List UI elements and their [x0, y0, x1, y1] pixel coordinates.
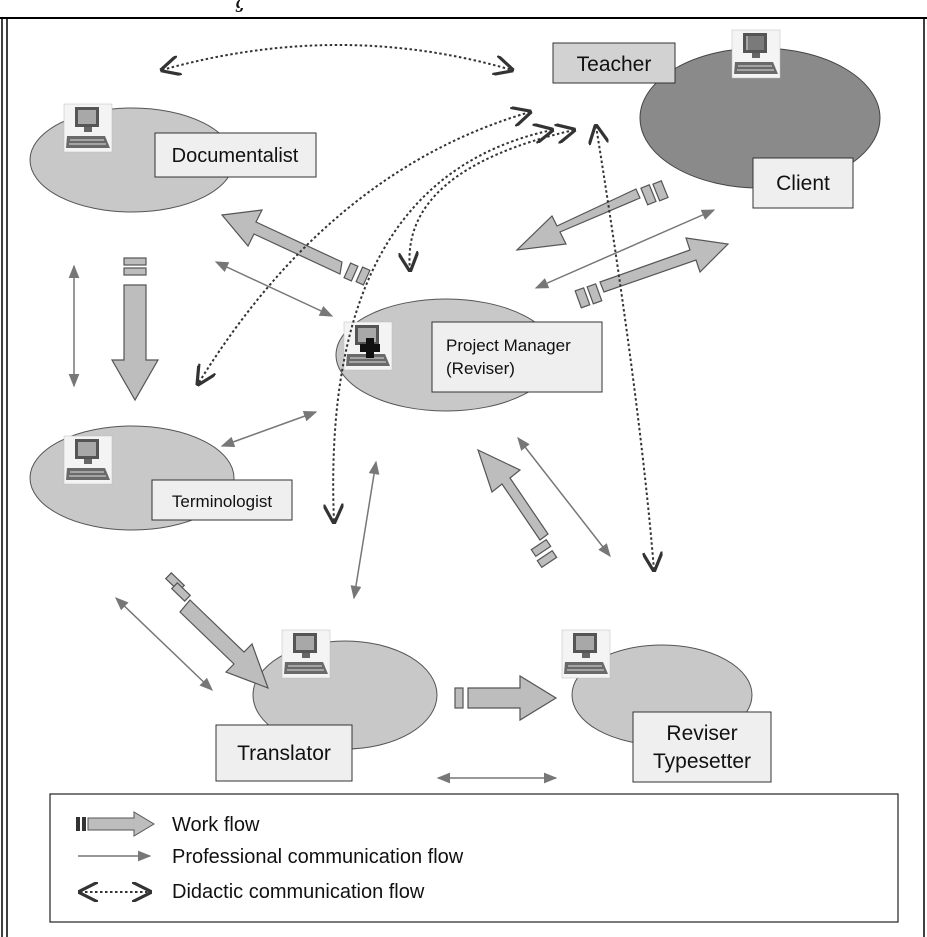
teacher-label-box — [552, 42, 676, 84]
work-arrow-pm-to-client — [599, 237, 730, 293]
prof-doc-pm — [214, 261, 334, 317]
translator-label-box — [215, 724, 353, 782]
client-screen-pattern — [748, 36, 764, 50]
didactic-teacher-reviser — [596, 126, 654, 570]
terminologist-computer-icon — [63, 435, 113, 485]
project-manager-label-line2: (Reviser) — [446, 359, 515, 378]
documentalist-label: Documentalist — [172, 145, 299, 167]
translator-label: Translator — [237, 742, 331, 765]
documentalist-computer-icon — [63, 103, 113, 153]
work-arrow-translator-to-reviser — [467, 674, 558, 722]
legend-professional-label: Professional communication flow — [172, 846, 464, 868]
prof-pm-term — [220, 411, 318, 447]
work-arrow-terminologist-to-translator — [179, 599, 270, 690]
work-arrow-client-to-pm — [515, 188, 641, 251]
work-arrow-documentalist-to-terminologist — [110, 284, 160, 402]
terminologist-label: Terminologist — [172, 492, 272, 511]
legend-work-flow-label: Work flow — [172, 814, 260, 836]
reviser-label-line2: Typesetter — [653, 750, 751, 773]
client-label: Client — [776, 172, 830, 195]
legend-work-flow-symbol — [76, 811, 155, 837]
client-label-box — [752, 157, 854, 209]
reviser-label-line1: Reviser — [666, 722, 737, 745]
legend-didactic-label: Didactic communication flow — [172, 881, 425, 903]
reviser-computer-icon — [561, 629, 611, 679]
project-manager-label-box — [431, 321, 603, 393]
header-mask — [240, 0, 540, 8]
didactic-teacher-translator — [333, 130, 552, 522]
project-manager-label-line1: Project Manager — [446, 336, 571, 355]
didactic-flow-lines — [162, 44, 654, 570]
prof-term-translator — [115, 597, 213, 691]
terminologist-label-box — [151, 479, 293, 521]
prof-pm-reviser — [517, 436, 611, 558]
teacher-label: Teacher — [577, 53, 652, 76]
work-arrow-pm-to-documentalist — [220, 209, 343, 275]
didactic-doc-teacher — [162, 44, 512, 70]
reviser-label-box — [632, 711, 772, 783]
prof-pm-translator — [350, 460, 380, 600]
didactic-teacher-pm — [409, 130, 574, 270]
translator-computer-icon — [281, 629, 331, 679]
legend-box — [49, 793, 899, 923]
